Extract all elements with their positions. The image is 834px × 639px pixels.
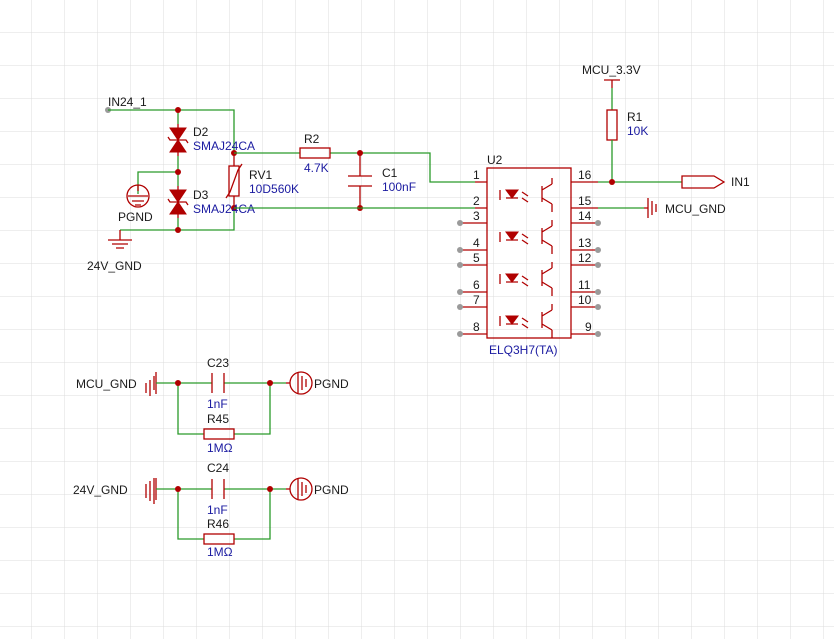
mcu-gnd-label-bottom[interactable]: MCU_GND: [76, 377, 137, 391]
pgnd-label-c24[interactable]: PGND: [314, 483, 349, 497]
pgnd-ground-symbol-c23[interactable]: [286, 371, 313, 395]
rv1-designator: RV1: [249, 168, 272, 182]
r2-value: 4.7K: [304, 161, 329, 175]
capacitor-c24[interactable]: [211, 479, 225, 499]
resistor-r2[interactable]: [299, 147, 331, 159]
resistor-r45[interactable]: [203, 428, 235, 440]
d3-value: SMAJ24CA: [193, 202, 255, 216]
output-block: MCU_3.3V R1 10K IN1 MCU_GND: [582, 63, 750, 218]
r1-designator: R1: [627, 110, 643, 124]
u2-pin-8: 8: [473, 320, 480, 334]
junction-c24-right: [267, 486, 273, 492]
gnd24v-ground-symbol-top[interactable]: [108, 230, 132, 249]
u2-pin-3: 3: [473, 209, 480, 223]
in1-port-label[interactable]: IN1: [731, 175, 750, 189]
d3-designator: D3: [193, 188, 209, 202]
junction-c23-right: [267, 380, 273, 386]
wire-c23-network[interactable]: [156, 382, 286, 435]
c1-value: 100nF: [382, 180, 416, 194]
c24-designator: C24: [207, 461, 229, 475]
u2-pin-12: 12: [578, 251, 592, 265]
u2-body[interactable]: [486, 167, 572, 339]
u2-pin-11: 11: [578, 278, 591, 292]
r46-value: 1MΩ: [207, 545, 233, 559]
u2-unconnected-pins: [457, 220, 601, 337]
r1-value: 10K: [627, 124, 648, 138]
wire-in24-top[interactable]: [108, 109, 235, 153]
gnd-coupling-c24-block: 24V_GND C24 1nF R46 1MΩ PGND: [73, 461, 349, 559]
mcu-gnd-label-right[interactable]: MCU_GND: [665, 202, 726, 216]
r45-designator: R45: [207, 412, 229, 426]
u2-pin-9: 9: [585, 320, 592, 334]
u2-pin-16: 16: [578, 168, 592, 182]
d2-designator: D2: [193, 125, 209, 139]
pgnd-ground-symbol-left[interactable]: [126, 184, 150, 208]
u2-pin-15: 15: [578, 194, 592, 208]
junction-d3-bottom: [175, 227, 181, 233]
pgnd-label-c23[interactable]: PGND: [314, 377, 349, 391]
u2-part-number: ELQ3H7(TA): [489, 343, 557, 357]
capacitor-c23[interactable]: [211, 373, 225, 393]
wire-c24-network[interactable]: [156, 488, 286, 540]
mcu-gnd-symbol-right[interactable]: [644, 198, 657, 218]
in1-output-port[interactable]: [681, 175, 726, 189]
u2-pin-7: 7: [473, 293, 480, 307]
u2-pin-4: 4: [473, 236, 480, 250]
junction-d2-d3-mid: [175, 169, 181, 175]
input-protection-block: IN24_1 D2 SMAJ24CA D3 SMAJ24CA: [87, 95, 475, 273]
r46-designator: R46: [207, 517, 229, 531]
wire-to-r2[interactable]: [234, 152, 475, 183]
gnd24v-label-top[interactable]: 24V_GND: [87, 259, 142, 273]
u2-pin-10: 10: [578, 293, 592, 307]
mcu-3v3-label[interactable]: MCU_3.3V: [582, 63, 641, 77]
c24-value: 1nF: [207, 503, 228, 517]
u2-pin-6: 6: [473, 278, 480, 292]
wire-gnd24v-return[interactable]: [120, 208, 235, 231]
u2-pin-13: 13: [578, 236, 592, 250]
pgnd-label-left[interactable]: PGND: [118, 210, 153, 224]
u2-internal-channels: [499, 178, 553, 338]
junction-d2-top: [175, 107, 181, 113]
u2-pin-2: 2: [473, 194, 480, 208]
u2-pin-14: 14: [578, 209, 592, 223]
u2-designator: U2: [487, 153, 503, 167]
u2-pin-5: 5: [473, 251, 480, 265]
varistor-rv1[interactable]: [225, 153, 243, 208]
resistor-r46[interactable]: [203, 533, 235, 545]
c23-value: 1nF: [207, 397, 228, 411]
junction-c23-left: [175, 380, 181, 386]
c23-designator: C23: [207, 356, 229, 370]
d2-value: SMAJ24CA: [193, 139, 255, 153]
pgnd-ground-symbol-c24[interactable]: [286, 477, 313, 501]
capacitor-c1[interactable]: [348, 153, 372, 208]
gnd-coupling-c23-block: MCU_GND C23 1nF R45 1MΩ PGND: [76, 356, 349, 455]
u2-pin-1: 1: [473, 168, 480, 182]
gnd24v-label-bottom[interactable]: 24V_GND: [73, 483, 128, 497]
junction-output: [609, 179, 615, 185]
optocoupler-u2[interactable]: U2 ELQ3H7(TA) 1 2 3 4 5 6 7 8 16 15 14 1…: [457, 153, 601, 357]
c1-designator: C1: [382, 166, 398, 180]
tvs-diode-d2[interactable]: [167, 124, 189, 156]
r2-designator: R2: [304, 132, 320, 146]
r45-value: 1MΩ: [207, 441, 233, 455]
tvs-diode-d3[interactable]: [167, 186, 189, 218]
in24-1-net-label[interactable]: IN24_1: [108, 95, 147, 109]
mcu-3v3-bar[interactable]: [604, 79, 620, 88]
rv1-value: 10D560K: [249, 182, 299, 196]
junction-c24-left: [175, 486, 181, 492]
